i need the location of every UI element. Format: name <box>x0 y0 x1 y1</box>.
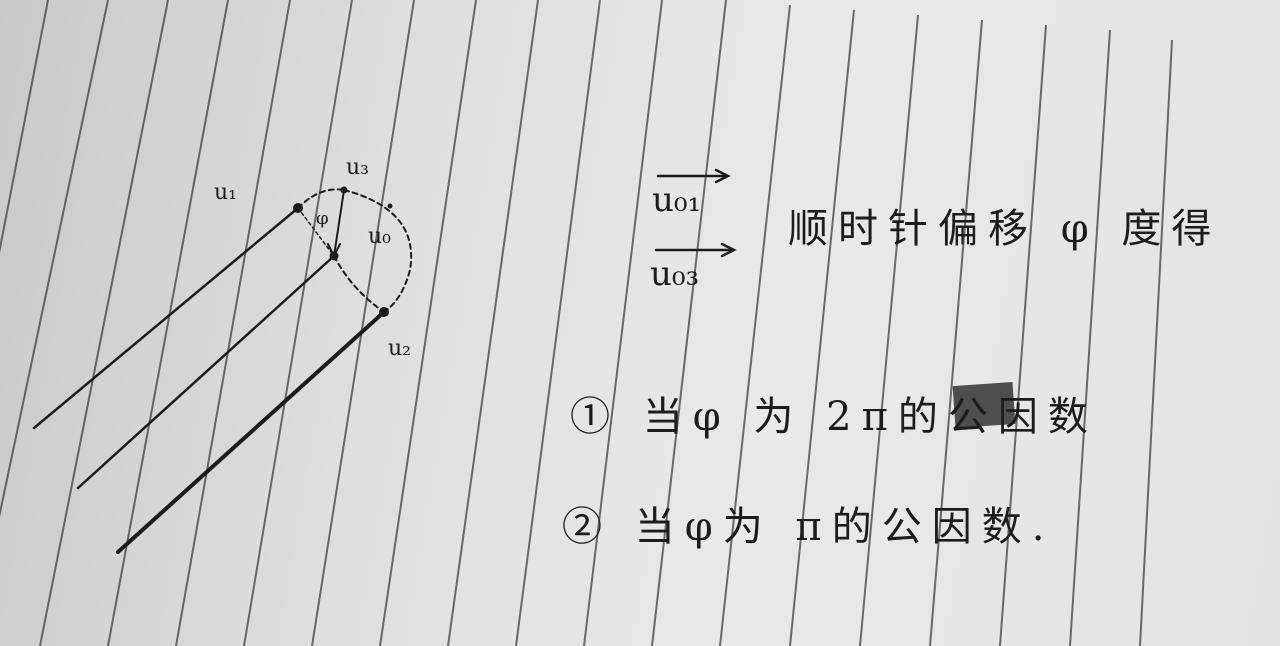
point-u2 <box>379 307 389 317</box>
dashed-arc-u1-u3 <box>297 188 345 209</box>
note-line-rotate: 顺时针偏移 φ 度得 <box>788 206 1222 252</box>
label-u0: u₀ <box>368 224 391 249</box>
label-u1: u₁ <box>214 180 237 205</box>
vector-arrowhead-u01 <box>714 168 731 184</box>
note-item-1: ① 当φ 为 2π的公因数 <box>570 394 1098 440</box>
segment-u1-u0 <box>297 207 335 257</box>
point-mark <box>387 203 393 209</box>
point-u0 <box>329 251 339 261</box>
point-u3 <box>340 186 348 194</box>
label-u3: u₃ <box>346 155 369 180</box>
label-phi: φ <box>316 208 329 229</box>
segment-u3-u0 <box>333 189 345 257</box>
vector-arrowhead-u03 <box>720 242 737 258</box>
dashed-arc-u3-u2 <box>343 189 413 313</box>
vector-label-u03: u₀₃ <box>650 254 700 294</box>
label-u2: u₂ <box>388 336 411 361</box>
dashed-arc-u0-u2 <box>333 255 385 313</box>
note-item-2: ② 当φ为 π的公因数. <box>562 504 1055 550</box>
parallel-line-u2 <box>116 310 386 554</box>
parallel-line-u0 <box>76 254 336 490</box>
scribble-out-mark <box>952 381 1016 429</box>
vector-label-u01: u₀₁ <box>652 180 702 220</box>
point-u1 <box>293 203 303 213</box>
parallel-line-u1 <box>32 206 300 430</box>
